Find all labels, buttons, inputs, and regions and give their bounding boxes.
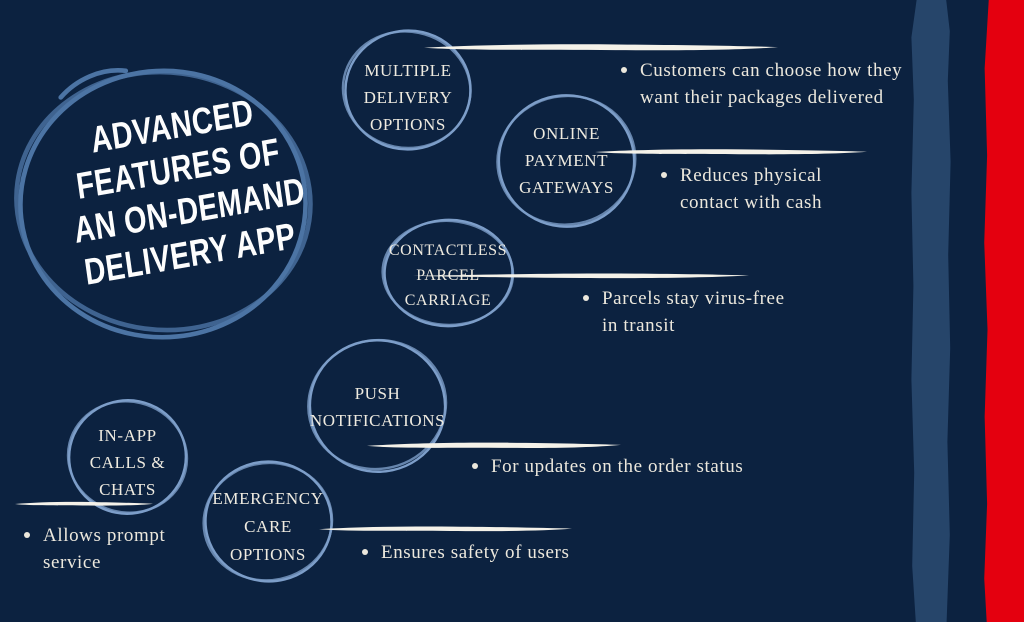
circle-stroke (486, 84, 646, 236)
feature-label-line: CARE (244, 517, 292, 536)
bullet-text: Parcels stay virus-free in transit (602, 285, 785, 339)
red-brush-stripe (984, 0, 1024, 622)
feature-label-line: CONTACTLESS (388, 242, 508, 259)
bullet-in-app-calls-and-chats: Allows prompt service (24, 522, 165, 576)
brush-line (595, 149, 867, 155)
feature-label-line: GATEWAYS (519, 178, 614, 197)
brush-line (424, 44, 778, 51)
bullet-text: Ensures safety of users (381, 539, 569, 566)
bullet-text: Allows prompt service (43, 522, 165, 576)
blue-brush-stripe (911, 0, 951, 622)
bullet-dot-icon (583, 295, 589, 301)
circle-overshoot (61, 70, 126, 97)
feature-circle-multiple-delivery-options (340, 24, 476, 156)
feature-label-line: PUSH (354, 384, 401, 403)
feature-label-line: NOTIFICATIONS (309, 411, 446, 430)
bullet-line: contact with cash (680, 192, 823, 213)
feature-label-contactless-parcel-carriage: CONTACTLESS PARCEL CARRIAGE (372, 238, 524, 313)
brush-stroke (595, 149, 867, 155)
circle-stroke (295, 327, 459, 483)
bullet-multiple-delivery-options: Customers can choose how they want their… (621, 57, 902, 111)
bullet-line: Customers can choose how they (640, 60, 903, 81)
feature-label-line: ONLINE (533, 124, 600, 143)
feature-label-multiple-delivery-options: MULTIPLE DELIVERY OPTIONS (340, 57, 476, 138)
circle-stroke (56, 389, 199, 525)
title-circle (8, 56, 318, 352)
brush-stroke (424, 44, 778, 51)
brush-line (15, 501, 153, 506)
feature-label-line: DELIVERY (363, 88, 453, 107)
feature-circle-online-payment-gateways (493, 88, 640, 234)
bullet-line: want their packages delivered (640, 87, 884, 108)
bullet-push-notifications: For updates on the order status (472, 453, 743, 480)
feature-label-in-app-calls-and-chats: IN-APP CALLS & CHATS (64, 422, 191, 503)
feature-label-emergency-care-options: EMERGENCY CARE OPTIONS (194, 485, 342, 569)
brush-stroke (413, 273, 749, 279)
bullet-line: For updates on the order status (491, 456, 744, 477)
bullet-line: service (43, 552, 101, 573)
feature-circle-push-notifications (304, 333, 451, 479)
brush-stroke (367, 442, 621, 448)
brush-stroke (319, 526, 572, 532)
circle-stroke (192, 451, 343, 591)
circle-stroke (332, 20, 482, 159)
bullet-line: Parcels stay virus-free (602, 288, 785, 309)
feature-circle-in-app-calls-and-chats (64, 394, 191, 520)
bullet-emergency-care-options: Ensures safety of users (362, 539, 569, 566)
brush-stroke (15, 501, 153, 506)
feature-label-line: IN-APP (98, 426, 157, 445)
feature-label-online-payment-gateways: ONLINE PAYMENT GATEWAYS (493, 120, 640, 201)
bullet-dot-icon (661, 172, 667, 178)
brush-line (319, 526, 572, 532)
brush-line (413, 273, 749, 279)
feature-label-line: MULTIPLE (364, 61, 452, 80)
bullet-text: For updates on the order status (491, 453, 743, 480)
feature-label-line: CARRIAGE (404, 292, 492, 309)
bullet-text: Reduces physical contact with cash (680, 162, 822, 216)
feature-label-line: CALLS & (89, 453, 166, 472)
circle-stroke (0, 54, 328, 348)
feature-label-line: PAYMENT (524, 151, 609, 170)
bullet-contactless-parcel-carriage: Parcels stay virus-free in transit (583, 285, 785, 339)
feature-label-line: CHATS (99, 480, 156, 499)
bullet-dot-icon (621, 67, 627, 73)
bullet-dot-icon (362, 549, 368, 555)
feature-label-push-notifications: PUSH NOTIFICATIONS (296, 380, 459, 434)
bullet-online-payment-gateways: Reduces physical contact with cash (661, 162, 822, 216)
bullet-dot-icon (24, 532, 30, 538)
circle-stroke (373, 212, 523, 334)
bullet-line: Allows prompt (43, 525, 166, 546)
bullet-line: Reduces physical (680, 165, 823, 186)
feature-label-line: OPTIONS (230, 545, 306, 564)
bullet-line: in transit (602, 315, 676, 336)
brush-line (367, 442, 621, 448)
bullet-text: Customers can choose how they want their… (640, 57, 902, 111)
feature-label-line: OPTIONS (370, 115, 446, 134)
feature-label-line: EMERGENCY (212, 489, 324, 508)
feature-circle-contactless-parcel-carriage (379, 214, 518, 332)
bullet-line: Ensures safety of users (381, 542, 570, 563)
bullet-dot-icon (472, 463, 478, 469)
